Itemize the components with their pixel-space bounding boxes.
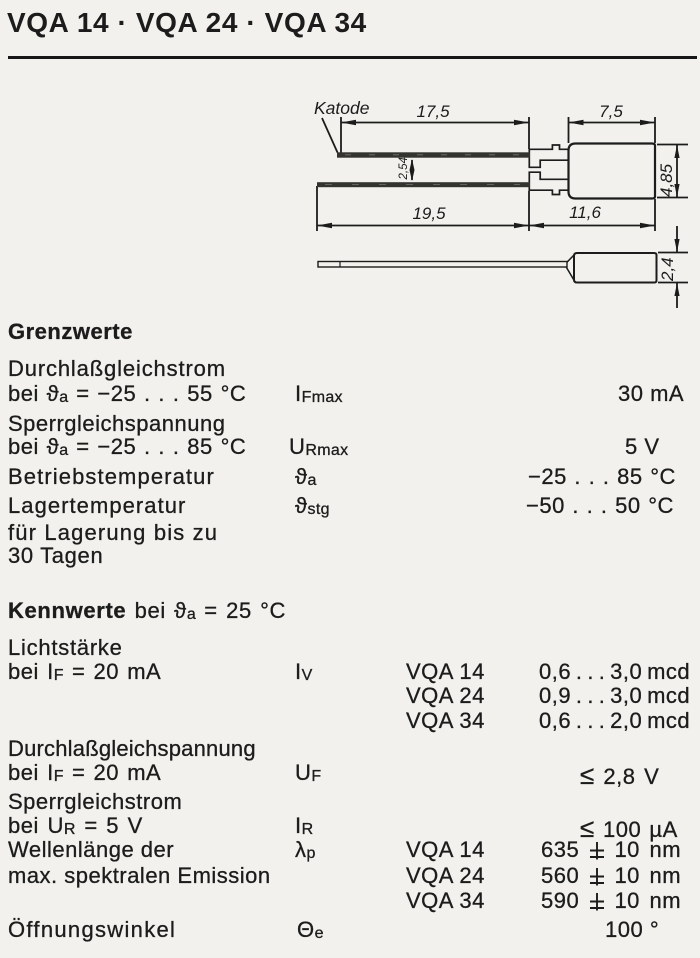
svg-text:Katode: Katode [314,98,370,118]
svg-text:2,4: 2,4 [658,257,677,282]
svg-text:17,5: 17,5 [416,102,450,121]
svg-text:7,5: 7,5 [599,102,623,121]
svg-text:19,5: 19,5 [412,204,446,223]
svg-text:4,85: 4,85 [657,163,676,197]
svg-text:11,6: 11,6 [569,203,601,222]
svg-text:2,54: 2,54 [398,157,410,180]
